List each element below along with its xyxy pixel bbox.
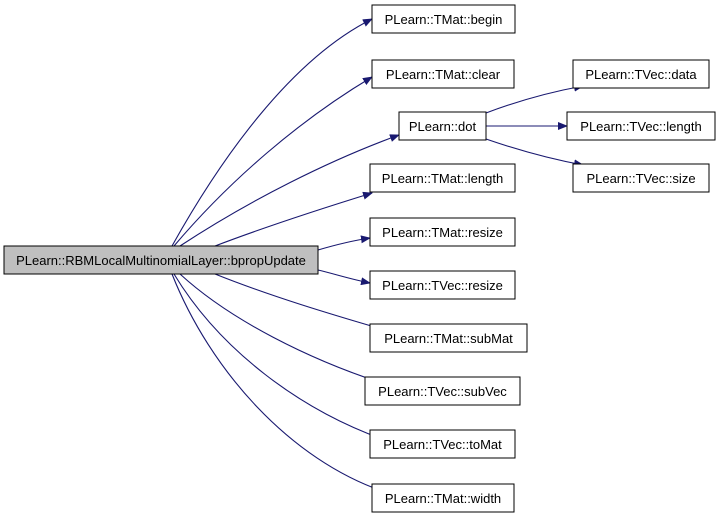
node-tmat-submat[interactable]: PLearn::TMat::subMat	[369, 323, 528, 353]
node-tmat-submat-label: PLearn::TMat::subMat	[384, 331, 513, 346]
edge-root-to-tmat-begin	[171, 18, 373, 247]
node-tmat-resize-label: PLearn::TMat::resize	[382, 225, 503, 240]
edge-root-to-dot	[179, 134, 400, 247]
node-root-label: PLearn::RBMLocalMultinomialLayer::bpropU…	[16, 253, 306, 268]
node-tvec-tomat-label: PLearn::TVec::toMat	[383, 437, 502, 452]
node-tvec-subvec-label: PLearn::TVec::subVec	[378, 384, 507, 399]
node-tmat-begin-label: PLearn::TMat::begin	[385, 12, 503, 27]
node-tvec-length-label: PLearn::TVec::length	[580, 119, 701, 134]
edges	[171, 18, 584, 493]
edge-root-to-tmat-resize	[317, 235, 371, 251]
node-root[interactable]: PLearn::RBMLocalMultinomialLayer::bpropU…	[3, 245, 319, 275]
node-tvec-length[interactable]: PLearn::TVec::length	[566, 111, 716, 141]
edge-dot-to-tvec-size	[485, 138, 584, 168]
edge-root-to-tvec-subvec	[179, 273, 386, 386]
node-tvec-size[interactable]: PLearn::TVec::size	[572, 163, 710, 193]
nodes: PLearn::RBMLocalMultinomialLayer::bpropU…	[3, 4, 716, 513]
edge-root-to-tvec-tomat	[173, 273, 386, 441]
edge-root-to-tvec-resize	[317, 269, 371, 286]
node-tvec-resize-label: PLearn::TVec::resize	[382, 278, 503, 293]
node-tmat-begin[interactable]: PLearn::TMat::begin	[371, 4, 516, 34]
edge-root-to-tmat-length	[214, 191, 373, 247]
node-tvec-resize[interactable]: PLearn::TVec::resize	[369, 270, 516, 300]
node-dot[interactable]: PLearn::dot	[398, 111, 487, 141]
node-tvec-subvec[interactable]: PLearn::TVec::subVec	[364, 376, 521, 406]
node-tmat-width[interactable]: PLearn::TMat::width	[371, 483, 515, 513]
edge-root-to-tmat-width	[171, 273, 386, 493]
edge-root-to-tmat-clear	[173, 76, 373, 247]
node-tmat-clear[interactable]: PLearn::TMat::clear	[371, 59, 515, 89]
edge-dot-to-tvec-data	[485, 83, 584, 114]
node-tvec-data-label: PLearn::TVec::data	[585, 67, 697, 82]
node-tmat-clear-label: PLearn::TMat::clear	[386, 67, 501, 82]
edge-root-to-tmat-submat	[214, 273, 386, 332]
node-tmat-resize[interactable]: PLearn::TMat::resize	[369, 217, 516, 247]
node-tmat-width-label: PLearn::TMat::width	[385, 491, 501, 506]
node-tmat-length[interactable]: PLearn::TMat::length	[369, 163, 516, 193]
node-tvec-data[interactable]: PLearn::TVec::data	[572, 59, 710, 89]
node-tvec-size-label: PLearn::TVec::size	[586, 171, 695, 186]
node-tvec-tomat[interactable]: PLearn::TVec::toMat	[369, 429, 516, 459]
node-tmat-length-label: PLearn::TMat::length	[382, 171, 503, 186]
node-dot-label: PLearn::dot	[409, 119, 477, 134]
